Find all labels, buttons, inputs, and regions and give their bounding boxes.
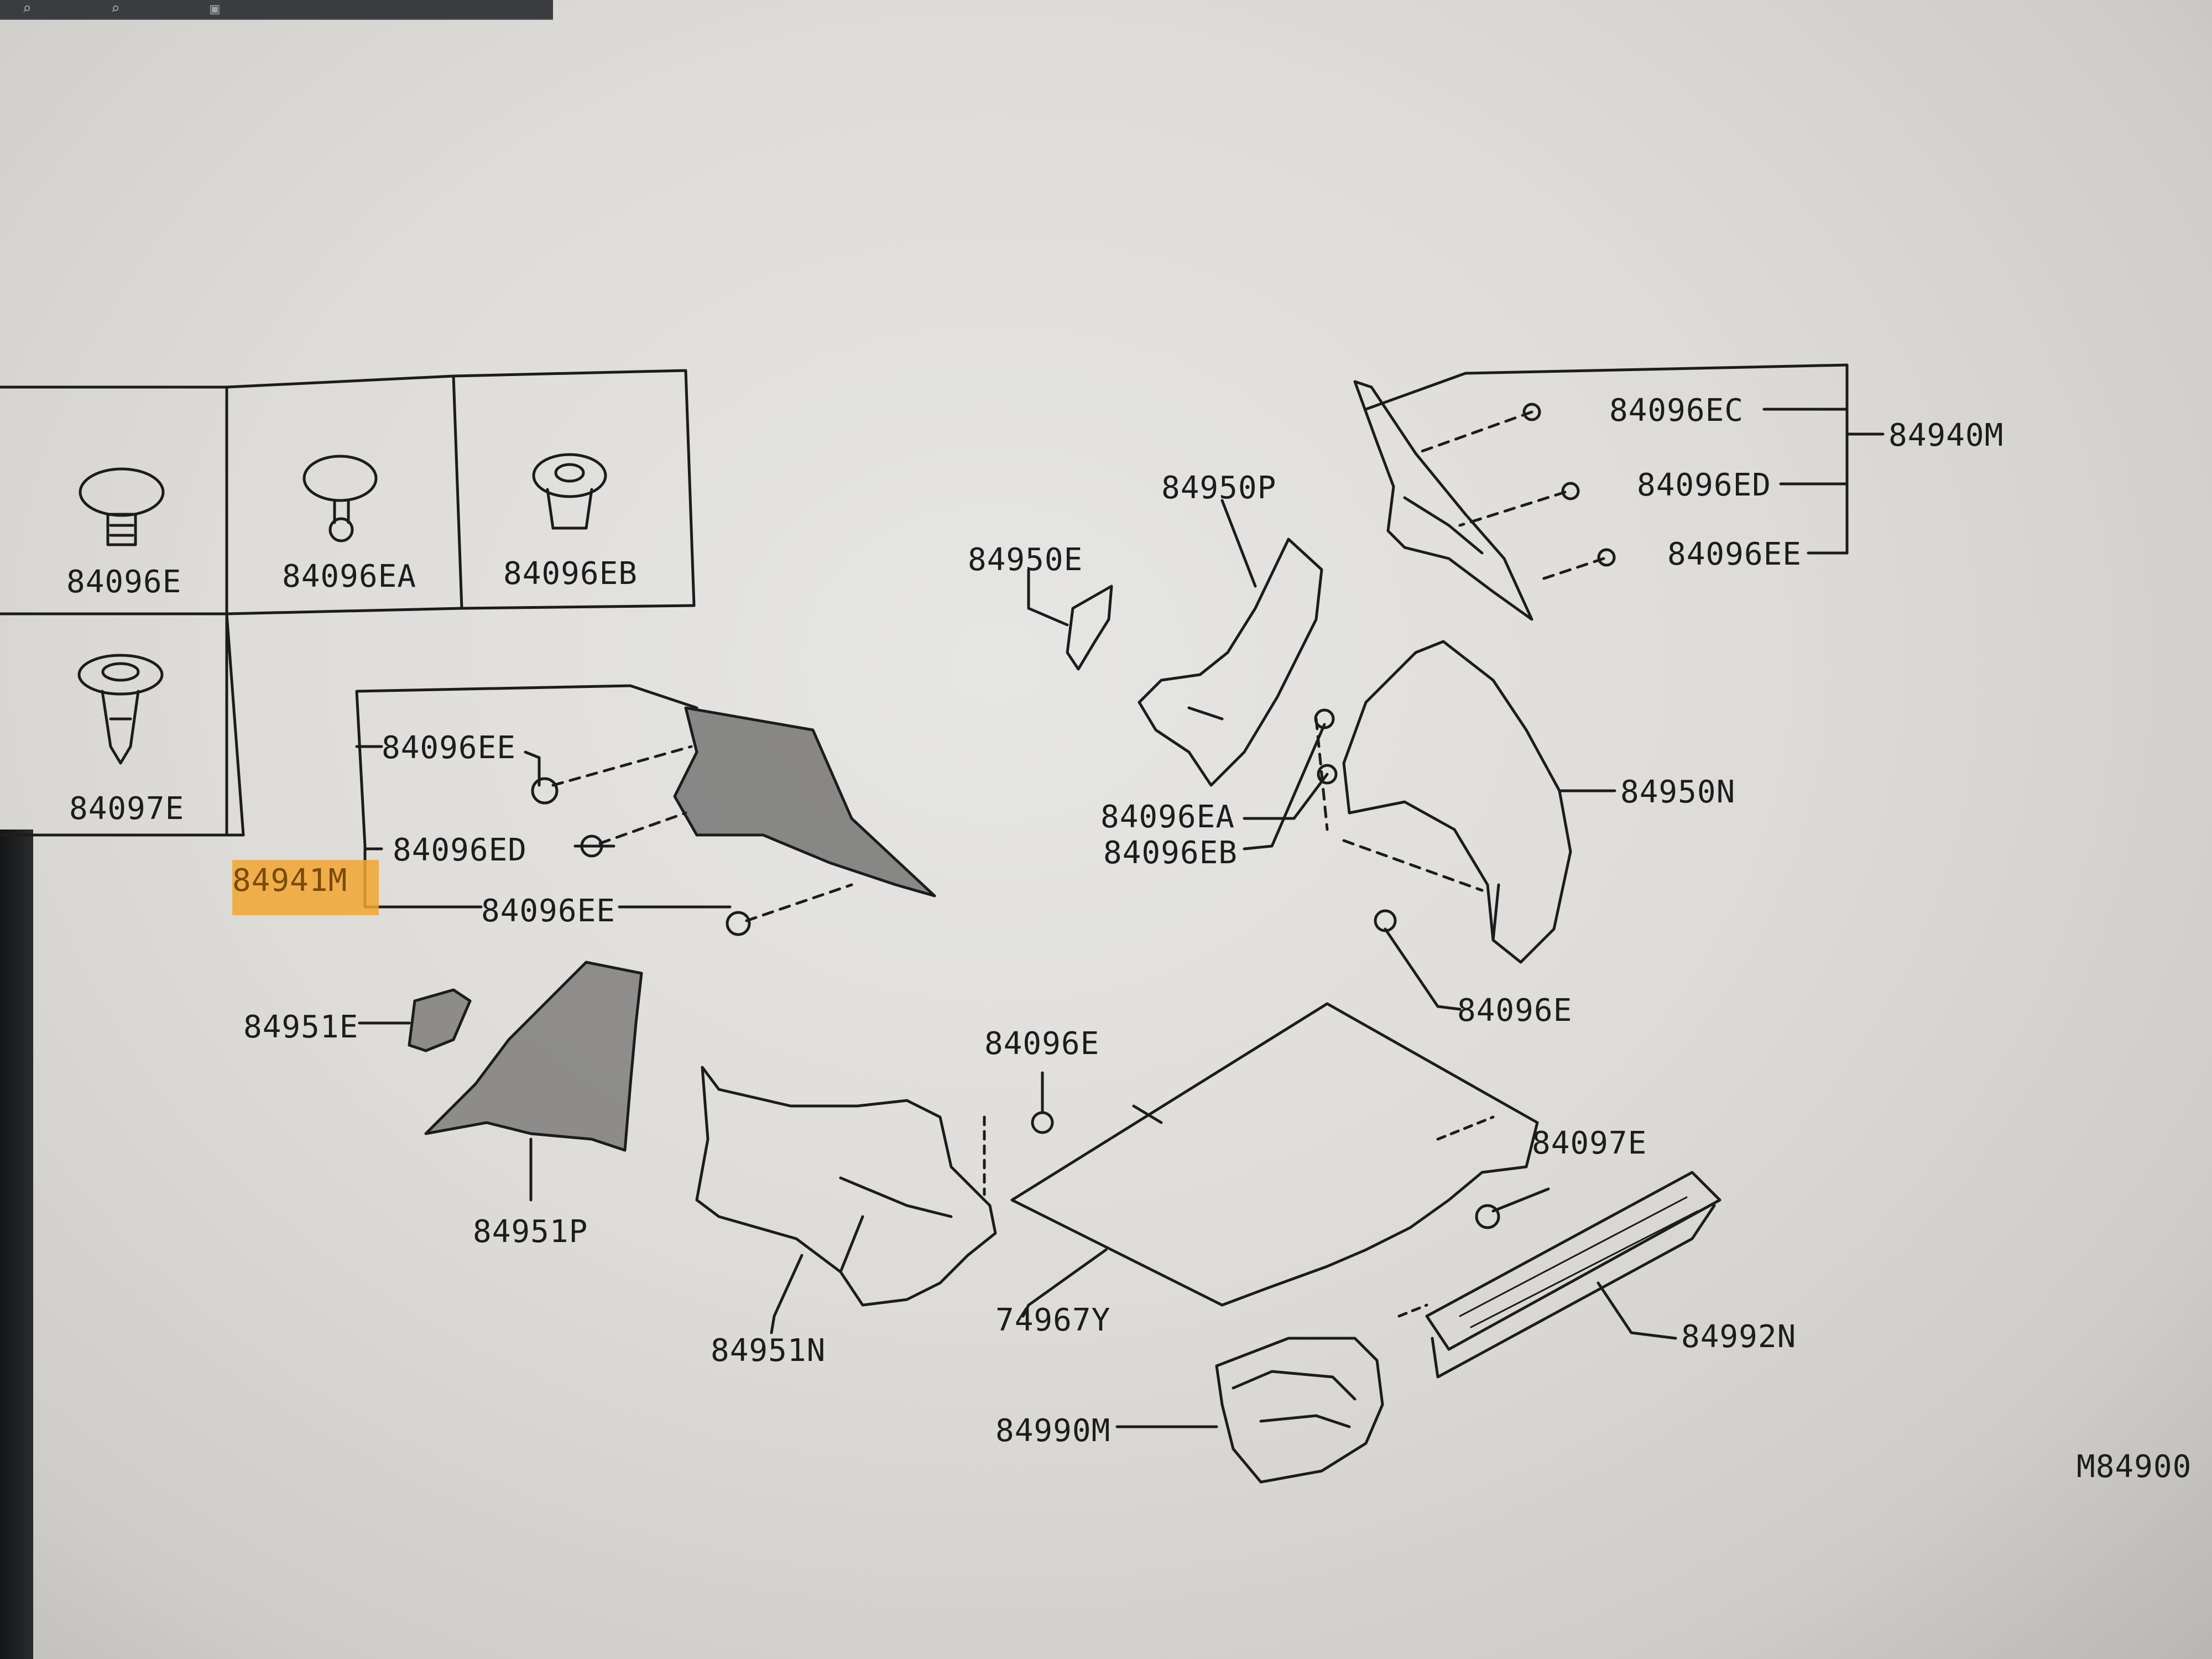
label-84096ed-right[interactable]: 84096ED [1637,467,1772,503]
label-84096eb[interactable]: 84096EB [1103,835,1238,871]
fit-icon[interactable]: ▣ [210,0,220,18]
zoom-in-icon[interactable]: ⌕ [22,0,32,18]
label-84951e[interactable]: 84951E [243,1009,359,1045]
clip-84096eb-icon [532,453,607,530]
label-84941m[interactable]: 84941M [232,863,348,899]
part-84992n [1397,1115,1721,1379]
label-84096e-right[interactable]: 84096E [1457,993,1573,1029]
label-84096ed-left[interactable]: 84096ED [393,832,528,868]
part-84950p [1138,499,1323,787]
clip-84097e-icon [77,654,164,765]
legend-label-84096eb: 84096EB [503,556,638,592]
label-84096e-center[interactable]: 84096E [984,1026,1100,1062]
part-84951p [424,961,643,1202]
highlight-84941m [232,860,379,915]
part-74967y [1010,1002,1539,1318]
label-84992n[interactable]: 84992N [1681,1319,1797,1355]
legend-label-84096ea: 84096EA [282,559,417,594]
zoom-out-icon[interactable]: ⌕ [111,0,120,18]
figure-code: M84900 [2077,1449,2192,1485]
part-84990m [1115,1337,1384,1484]
label-84096ec[interactable]: 84096EC [1609,393,1744,429]
bracket-84941m [355,684,936,936]
legend-label-84097e: 84097E [69,791,185,827]
label-84940m[interactable]: 84940M [1888,418,2004,453]
label-84950p[interactable]: 84950P [1161,470,1277,506]
label-74967y[interactable]: 74967Y [995,1302,1111,1338]
part-84950n [1243,640,1616,1011]
label-84096ea[interactable]: 84096EA [1100,799,1235,835]
clip-84096e-icon [79,467,165,546]
part-84950e [1027,568,1113,671]
label-84951n[interactable]: 84951N [711,1333,826,1369]
label-84990m[interactable]: 84990M [995,1413,1111,1449]
legend-label-84096e: 84096E [66,564,182,600]
viewer-toolbar: ⌕ ⌕ ▣ [0,0,553,20]
label-84097e[interactable]: 84097E [1532,1125,1647,1161]
label-84950n[interactable]: 84950N [1620,774,1736,810]
clip-84096ea-icon [302,455,378,542]
label-84096ee-left-2[interactable]: 84096EE [481,893,616,929]
label-84096ee-left[interactable]: 84096EE [382,730,517,766]
label-84950e[interactable]: 84950E [968,542,1083,578]
monitor-bezel [0,830,33,1659]
label-84096ee-right[interactable]: 84096EE [1667,536,1802,572]
bracket-84940m [1353,363,1885,621]
label-84951p[interactable]: 84951P [473,1214,588,1250]
legend-grid [0,369,696,837]
part-84951e [358,988,472,1052]
part-84951n [695,1066,1054,1334]
